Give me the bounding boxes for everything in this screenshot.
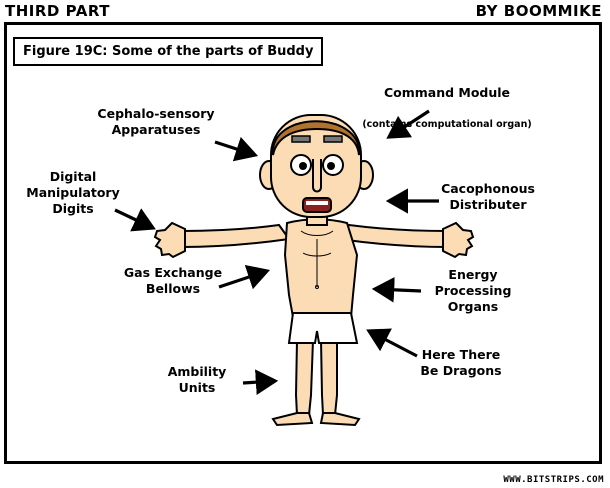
label-cephalo-sensory: Cephalo-sensory Apparatuses <box>97 106 215 137</box>
feet <box>271 412 361 427</box>
label-ambility-units: Ambility Units <box>167 364 227 395</box>
label-command-module: Command Module (contains computational o… <box>362 85 532 130</box>
legs <box>294 339 338 416</box>
torso <box>283 218 359 318</box>
figure-caption: Figure 19C: Some of the parts of Buddy <box>13 37 324 66</box>
site-credit: WWW.BITSTRIPS.COM <box>503 475 604 485</box>
label-here-be-dragons: Here There Be Dragons <box>420 347 502 378</box>
buddy-illustration <box>114 109 475 427</box>
torso-details <box>300 230 334 289</box>
comic-panel: Figure 19C: Some of the parts of Buddy <box>4 22 602 464</box>
head <box>259 114 374 218</box>
label-cacophonous-distributer: Cacophonous Distributer <box>441 181 535 212</box>
comic-author: BY BOOMMIKE <box>475 2 602 20</box>
shorts <box>287 312 359 344</box>
label-gas-exchange: Gas Exchange Bellows <box>123 265 223 296</box>
label-energy-processing: Energy Processing Organs <box>434 267 512 314</box>
hands <box>153 221 475 259</box>
comic-series-title: THIRD PART <box>5 2 110 20</box>
label-arrows <box>114 109 439 395</box>
label-digital-digits: Digital Manipulatory Digits <box>26 169 120 216</box>
